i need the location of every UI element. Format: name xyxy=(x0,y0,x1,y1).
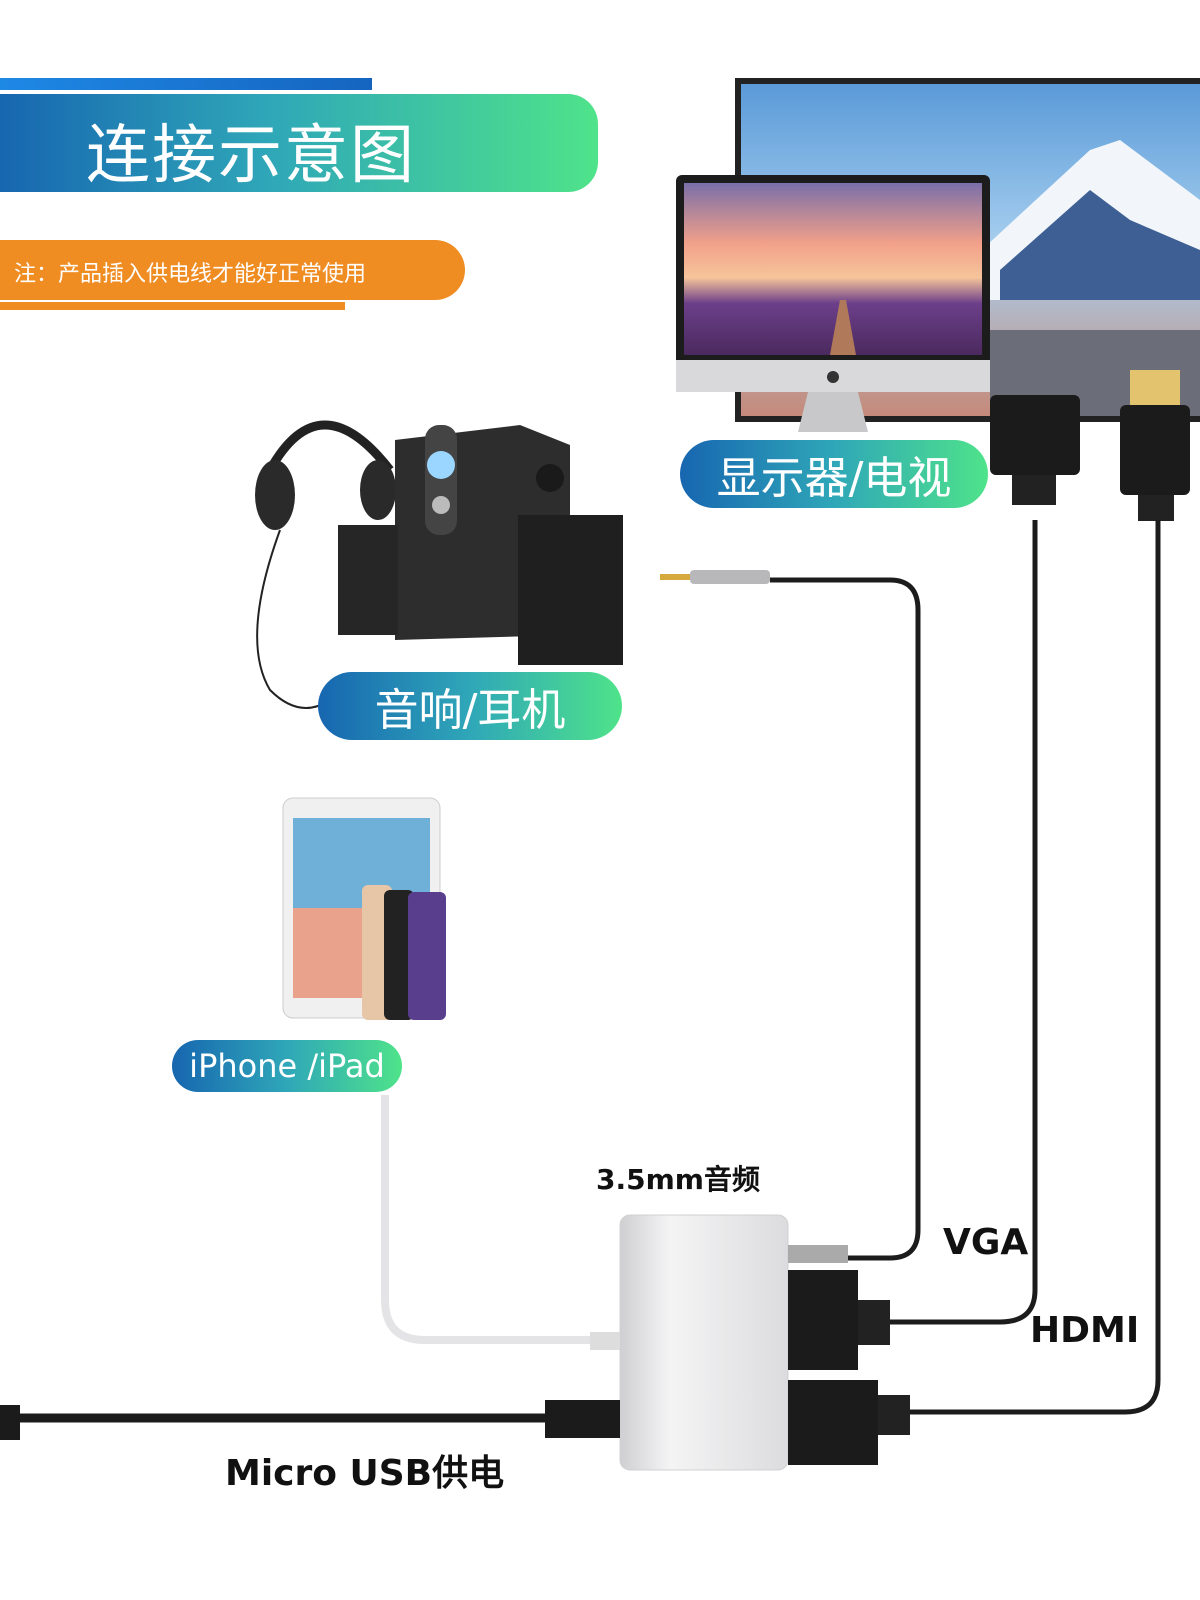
phone-label: iPhone /iPad xyxy=(172,1040,402,1092)
vga-cable xyxy=(890,520,1038,1325)
note-banner xyxy=(0,240,465,300)
ipad-iphone xyxy=(282,797,446,1020)
display-label: 显示器/电视 xyxy=(680,440,988,508)
decorative-line-note xyxy=(0,302,345,310)
hdmi-port-label: HDMI xyxy=(1030,1310,1140,1351)
speakers-headphones xyxy=(255,420,623,709)
monitor xyxy=(676,175,990,432)
decorative-line-top xyxy=(0,78,372,90)
power-port-label: Micro USB供电 xyxy=(225,1453,505,1494)
cables xyxy=(0,520,1161,1423)
note-text: 注：产品插入供电线才能好正常使用 xyxy=(14,262,367,287)
adapter xyxy=(0,1214,910,1471)
audio-cable xyxy=(770,577,921,1261)
title-banner xyxy=(0,94,598,192)
hdmi-plug-tip xyxy=(1130,370,1180,410)
hdmi-cable xyxy=(905,520,1161,1415)
audio-label: 音响/耳机 xyxy=(318,672,622,740)
apple-logo-icon xyxy=(827,371,839,383)
vga-port-label: VGA xyxy=(943,1222,1029,1263)
hdmi-plug-top xyxy=(1120,405,1190,495)
lightning-cable xyxy=(381,1095,590,1344)
page-title: 连接示意图 xyxy=(86,119,416,193)
audio-jack-tip xyxy=(660,574,690,580)
vga-plug-top xyxy=(990,395,1080,475)
audio-port-label: 3.5mm音频 xyxy=(596,1163,760,1196)
